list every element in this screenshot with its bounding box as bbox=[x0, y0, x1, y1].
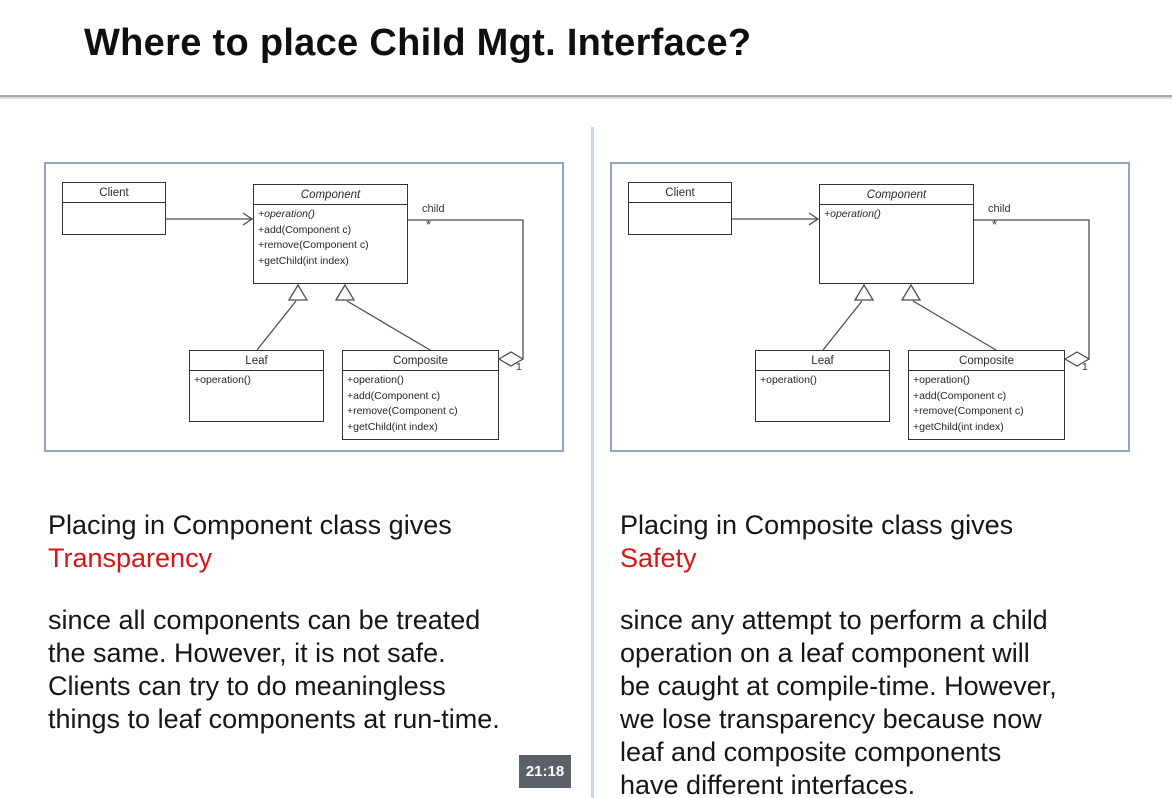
uml-method: +operation() bbox=[194, 374, 251, 386]
uml-class-composite: Composite +operation() +add(Component c)… bbox=[908, 350, 1065, 440]
uml-class-component: Component +operation() +add(Component c)… bbox=[253, 184, 408, 284]
uml-class-leaf: Leaf +operation() bbox=[755, 350, 890, 422]
uml-method: +operation() bbox=[913, 374, 970, 386]
uml-method: +getChild(int index) bbox=[258, 254, 349, 267]
caption-body-line: things to leaf components at run-time. bbox=[48, 704, 500, 734]
uml-method: +operation() bbox=[824, 208, 881, 220]
multiplicity-star: * bbox=[992, 217, 998, 232]
uml-method: +operation() bbox=[347, 374, 404, 386]
caption-body-line: since any attempt to perform a child bbox=[620, 605, 1048, 635]
class-name: Composite bbox=[343, 351, 498, 371]
uml-diagram-transparency: Client Component +operation() +add(Compo… bbox=[44, 162, 564, 452]
uml-class-client: Client bbox=[628, 182, 732, 235]
class-name: Client bbox=[63, 183, 165, 203]
caption-body-line: leaf and composite components bbox=[620, 737, 1002, 767]
caption-body-line: have different interfaces. bbox=[620, 770, 916, 798]
caption-body-line: be caught at compile-time. However, bbox=[620, 671, 1057, 701]
uml-method: +add(Component c) bbox=[347, 389, 441, 402]
page-title: Where to place Child Mgt. Interface? bbox=[84, 22, 752, 64]
multiplicity-one: 1 bbox=[1082, 361, 1088, 373]
caption-body-line: Clients can try to do meaningless bbox=[48, 671, 446, 701]
uml-method: +remove(Component c) bbox=[258, 239, 369, 251]
uml-class-composite: Composite +operation() +add(Component c)… bbox=[342, 350, 499, 440]
uml-connectors bbox=[166, 212, 525, 367]
aggregation-diamond-icon bbox=[1063, 351, 1091, 367]
caption-body-line: the same. However, it is not safe. bbox=[48, 638, 446, 668]
class-name: Component bbox=[820, 185, 973, 205]
association-role-label: child bbox=[988, 203, 1011, 215]
uml-method: +add(Component c) bbox=[258, 223, 352, 236]
caption-body-line: operation on a leaf component will bbox=[620, 638, 1030, 668]
uml-class-client: Client bbox=[62, 182, 166, 235]
title-divider bbox=[0, 95, 1172, 99]
caption-body: since all components can be treated the … bbox=[48, 604, 568, 736]
uml-diagram-safety: Client Component +operation() Leaf +oper… bbox=[610, 162, 1130, 452]
caption-body: since any attempt to perform a child ope… bbox=[620, 604, 1140, 798]
uml-class-leaf: Leaf +operation() bbox=[189, 350, 324, 422]
column-divider bbox=[591, 127, 594, 798]
uml-method: +getChild(int index) bbox=[913, 420, 1004, 433]
caption-heading: Placing in Composite class gives bbox=[620, 510, 1014, 540]
caption-transparency: Placing in Component class gives Transpa… bbox=[48, 509, 568, 736]
class-name: Component bbox=[254, 185, 407, 205]
uml-class-component: Component +operation() bbox=[819, 184, 974, 284]
uml-method: +remove(Component c) bbox=[347, 405, 458, 417]
caption-keyword: Safety bbox=[620, 543, 697, 573]
uml-method: +add(Component c) bbox=[913, 389, 1007, 402]
uml-method: +getChild(int index) bbox=[347, 420, 438, 433]
multiplicity-one: 1 bbox=[516, 361, 522, 373]
uml-method: +remove(Component c) bbox=[913, 405, 1024, 417]
caption-keyword: Transparency bbox=[48, 543, 213, 573]
uml-method: +operation() bbox=[760, 374, 817, 386]
multiplicity-star: * bbox=[426, 217, 432, 232]
uml-method: +operation() bbox=[258, 208, 315, 220]
caption-safety: Placing in Composite class gives Safety … bbox=[620, 509, 1140, 798]
caption-body-line: since all components can be treated bbox=[48, 605, 481, 635]
caption-heading: Placing in Component class gives bbox=[48, 510, 452, 540]
class-name: Leaf bbox=[756, 351, 889, 371]
video-timestamp-badge: 21:18 bbox=[519, 755, 571, 788]
class-name: Composite bbox=[909, 351, 1064, 371]
aggregation-diamond-icon bbox=[497, 351, 525, 367]
uml-connectors bbox=[732, 212, 1091, 367]
association-role-label: child bbox=[422, 203, 445, 215]
caption-body-line: we lose transparency because now bbox=[620, 704, 1042, 734]
class-name: Client bbox=[629, 183, 731, 203]
class-name: Leaf bbox=[190, 351, 323, 371]
